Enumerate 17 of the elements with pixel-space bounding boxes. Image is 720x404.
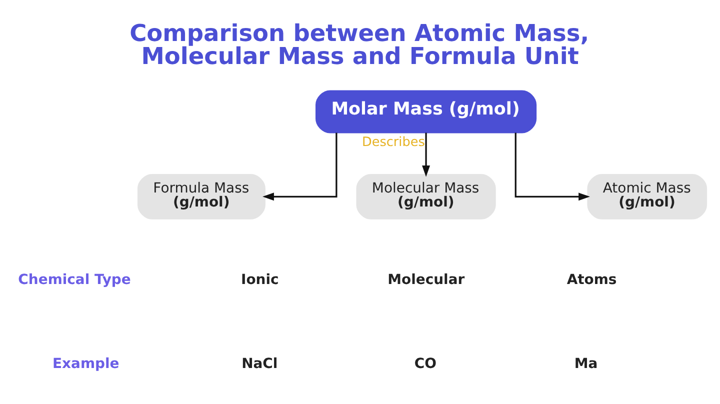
edge-label: Describes bbox=[362, 134, 425, 150]
node-box: Molecular Mass (g/mol) bbox=[356, 174, 496, 219]
diagram-title: Comparison between Atomic Mass, Molecular Mass and Formula Unit bbox=[130, 19, 590, 70]
label: Atoms bbox=[566, 272, 617, 288]
node-box: Atomic Mass (g/mol) bbox=[587, 174, 708, 219]
label: NaCl bbox=[242, 355, 278, 372]
label: Ionic bbox=[241, 272, 279, 288]
node-box: Molar Mass (g/mol) bbox=[316, 90, 537, 133]
arrow bbox=[514, 132, 590, 200]
arrow bbox=[422, 132, 430, 176]
label: Chemical Type bbox=[18, 272, 131, 288]
label: Molecular bbox=[388, 272, 465, 288]
label: CO bbox=[414, 355, 437, 372]
label: Ma bbox=[574, 355, 598, 372]
arrow bbox=[262, 132, 338, 200]
label: Example bbox=[52, 355, 120, 372]
node-box: Formula Mass (g/mol) bbox=[137, 174, 266, 219]
